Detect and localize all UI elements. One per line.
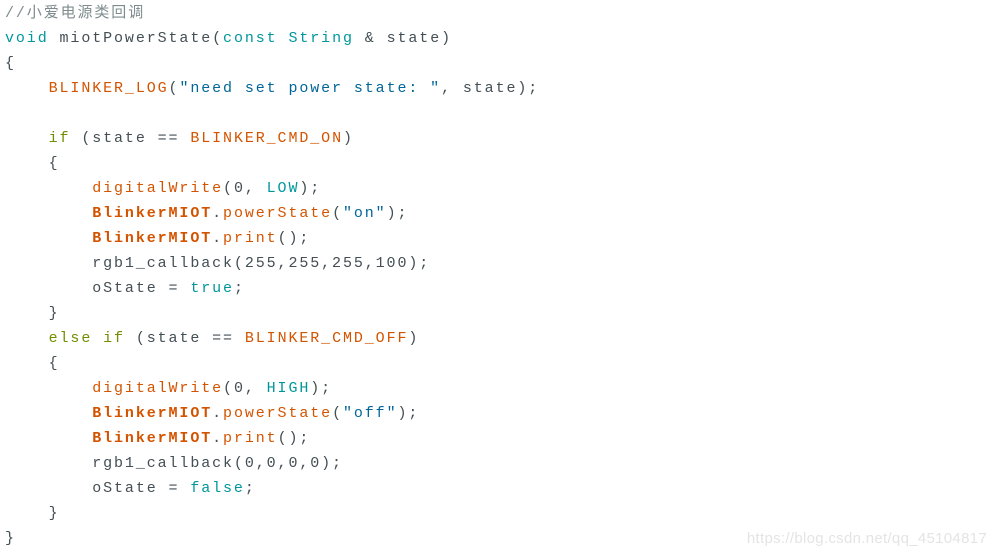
code-line: } [5,526,1005,551]
code-token-plain: rgb1_callback(0,0,0,0); [5,455,343,472]
code-token-plain [5,80,49,97]
code-token-function: print [223,430,278,447]
code-token-plain: ); [397,405,420,422]
code-token-function: digitalWrite [92,380,224,397]
code-token-plain [5,230,92,247]
code-token-plain: . [212,205,224,222]
code-token-plain: miotPowerState( [48,30,224,47]
csdn-watermark: https://blog.csdn.net/qq_45104817 [746,530,987,547]
code-token-function: BLINKER_LOG [48,80,169,97]
code-token-plain: (); [277,230,311,247]
code-token-plain: & state) [353,30,453,47]
code-line: rgb1_callback(255,255,255,100); [5,251,1005,276]
code-token-function: BLINKER_CMD_OFF [244,330,409,347]
code-token-plain: } [5,505,60,522]
code-token-plain: } [5,530,16,547]
code-token-plain: (state == [70,130,191,147]
code-line: rgb1_callback(0,0,0,0); [5,451,1005,476]
code-token-plain [278,30,289,47]
code-line: { [5,351,1005,376]
code-token-function: print [223,230,278,247]
code-line: oState = true; [5,276,1005,301]
code-token-class_name: BlinkerMIOT [92,430,213,447]
code-line: if (state == BLINKER_CMD_ON) [5,126,1005,151]
code-token-function: powerState [223,205,333,222]
code-line: { [5,151,1005,176]
code-line: BlinkerMIOT.print(); [5,226,1005,251]
code-token-plain: (0, [223,380,267,397]
code-token-string: "off" [342,405,398,422]
code-token-string: "need set power state: " [179,80,442,97]
code-line [5,101,1005,126]
code-token-plain: ) [342,130,354,147]
code-token-plain: { [5,355,60,372]
code-token-plain [5,130,49,147]
code-token-literal: true [190,280,234,297]
code-token-plain: . [212,405,224,422]
code-token-function: powerState [223,405,333,422]
code-token-class_name: BlinkerMIOT [92,230,213,247]
code-token-plain: ( [168,80,180,97]
code-token-class_name: BlinkerMIOT [92,405,213,422]
code-token-plain: ); [386,205,409,222]
code-token-plain: rgb1_callback(255,255,255,100); [5,255,431,272]
code-token-keyword_structure: else [48,330,93,347]
code-line: } [5,501,1005,526]
code-token-plain: . [212,230,224,247]
code-token-plain: ( [332,405,343,422]
code-token-plain: (state == [124,330,245,347]
code-token-plain: ( [332,205,343,222]
code-token-plain: { [5,55,16,72]
code-line: else if (state == BLINKER_CMD_OFF) [5,326,1005,351]
code-token-plain: ; [233,280,245,297]
code-token-plain [5,380,92,397]
code-token-plain: { [5,155,60,172]
code-token-plain [92,330,103,347]
code-token-function: BLINKER_CMD_ON [190,130,343,147]
code-token-plain [5,405,92,422]
code-token-plain [5,205,92,222]
code-token-plain: oState = [5,280,191,297]
code-token-keyword_structure: if [48,130,71,147]
code-token-comment: //小爱电源类回调 [5,5,146,22]
code-line: BlinkerMIOT.powerState("off"); [5,401,1005,426]
code-line: oState = false; [5,476,1005,501]
code-token-keyword_type: String [288,30,354,47]
code-line: BlinkerMIOT.powerState("on"); [5,201,1005,226]
code-token-string: "on" [342,205,387,222]
code-line: digitalWrite(0, HIGH); [5,376,1005,401]
code-token-keyword_type: const [223,30,278,47]
code-token-literal: HIGH [266,380,311,397]
code-token-plain: oState = [5,480,191,497]
code-token-keyword_structure: if [103,330,125,347]
code-line: //小爱电源类回调 [5,1,1005,26]
code-token-plain: ; [244,480,256,497]
code-token-plain [5,180,92,197]
code-token-plain: } [5,305,60,322]
code-line: digitalWrite(0, LOW); [5,176,1005,201]
code-token-plain [5,330,49,347]
code-token-function: digitalWrite [92,180,224,197]
code-token-literal: LOW [266,180,300,197]
code-token-plain: . [212,430,224,447]
code-token-plain: (); [277,430,311,447]
code-token-plain: (0, [223,180,267,197]
code-token-plain [5,430,92,447]
code-line: void miotPowerState(const String & state… [5,26,1005,51]
code-line: BlinkerMIOT.print(); [5,426,1005,451]
code-token-literal: false [190,480,245,497]
code-line: { [5,51,1005,76]
code-token-plain: ) [408,330,420,347]
code-token-plain: ); [299,180,322,197]
code-token-plain: ); [310,380,333,397]
code-token-keyword_type: void [5,30,49,47]
code-token-plain: , state); [441,80,540,97]
code-line: BLINKER_LOG("need set power state: ", st… [5,76,1005,101]
code-token-class_name: BlinkerMIOT [92,205,213,222]
code-line: } [5,301,1005,326]
